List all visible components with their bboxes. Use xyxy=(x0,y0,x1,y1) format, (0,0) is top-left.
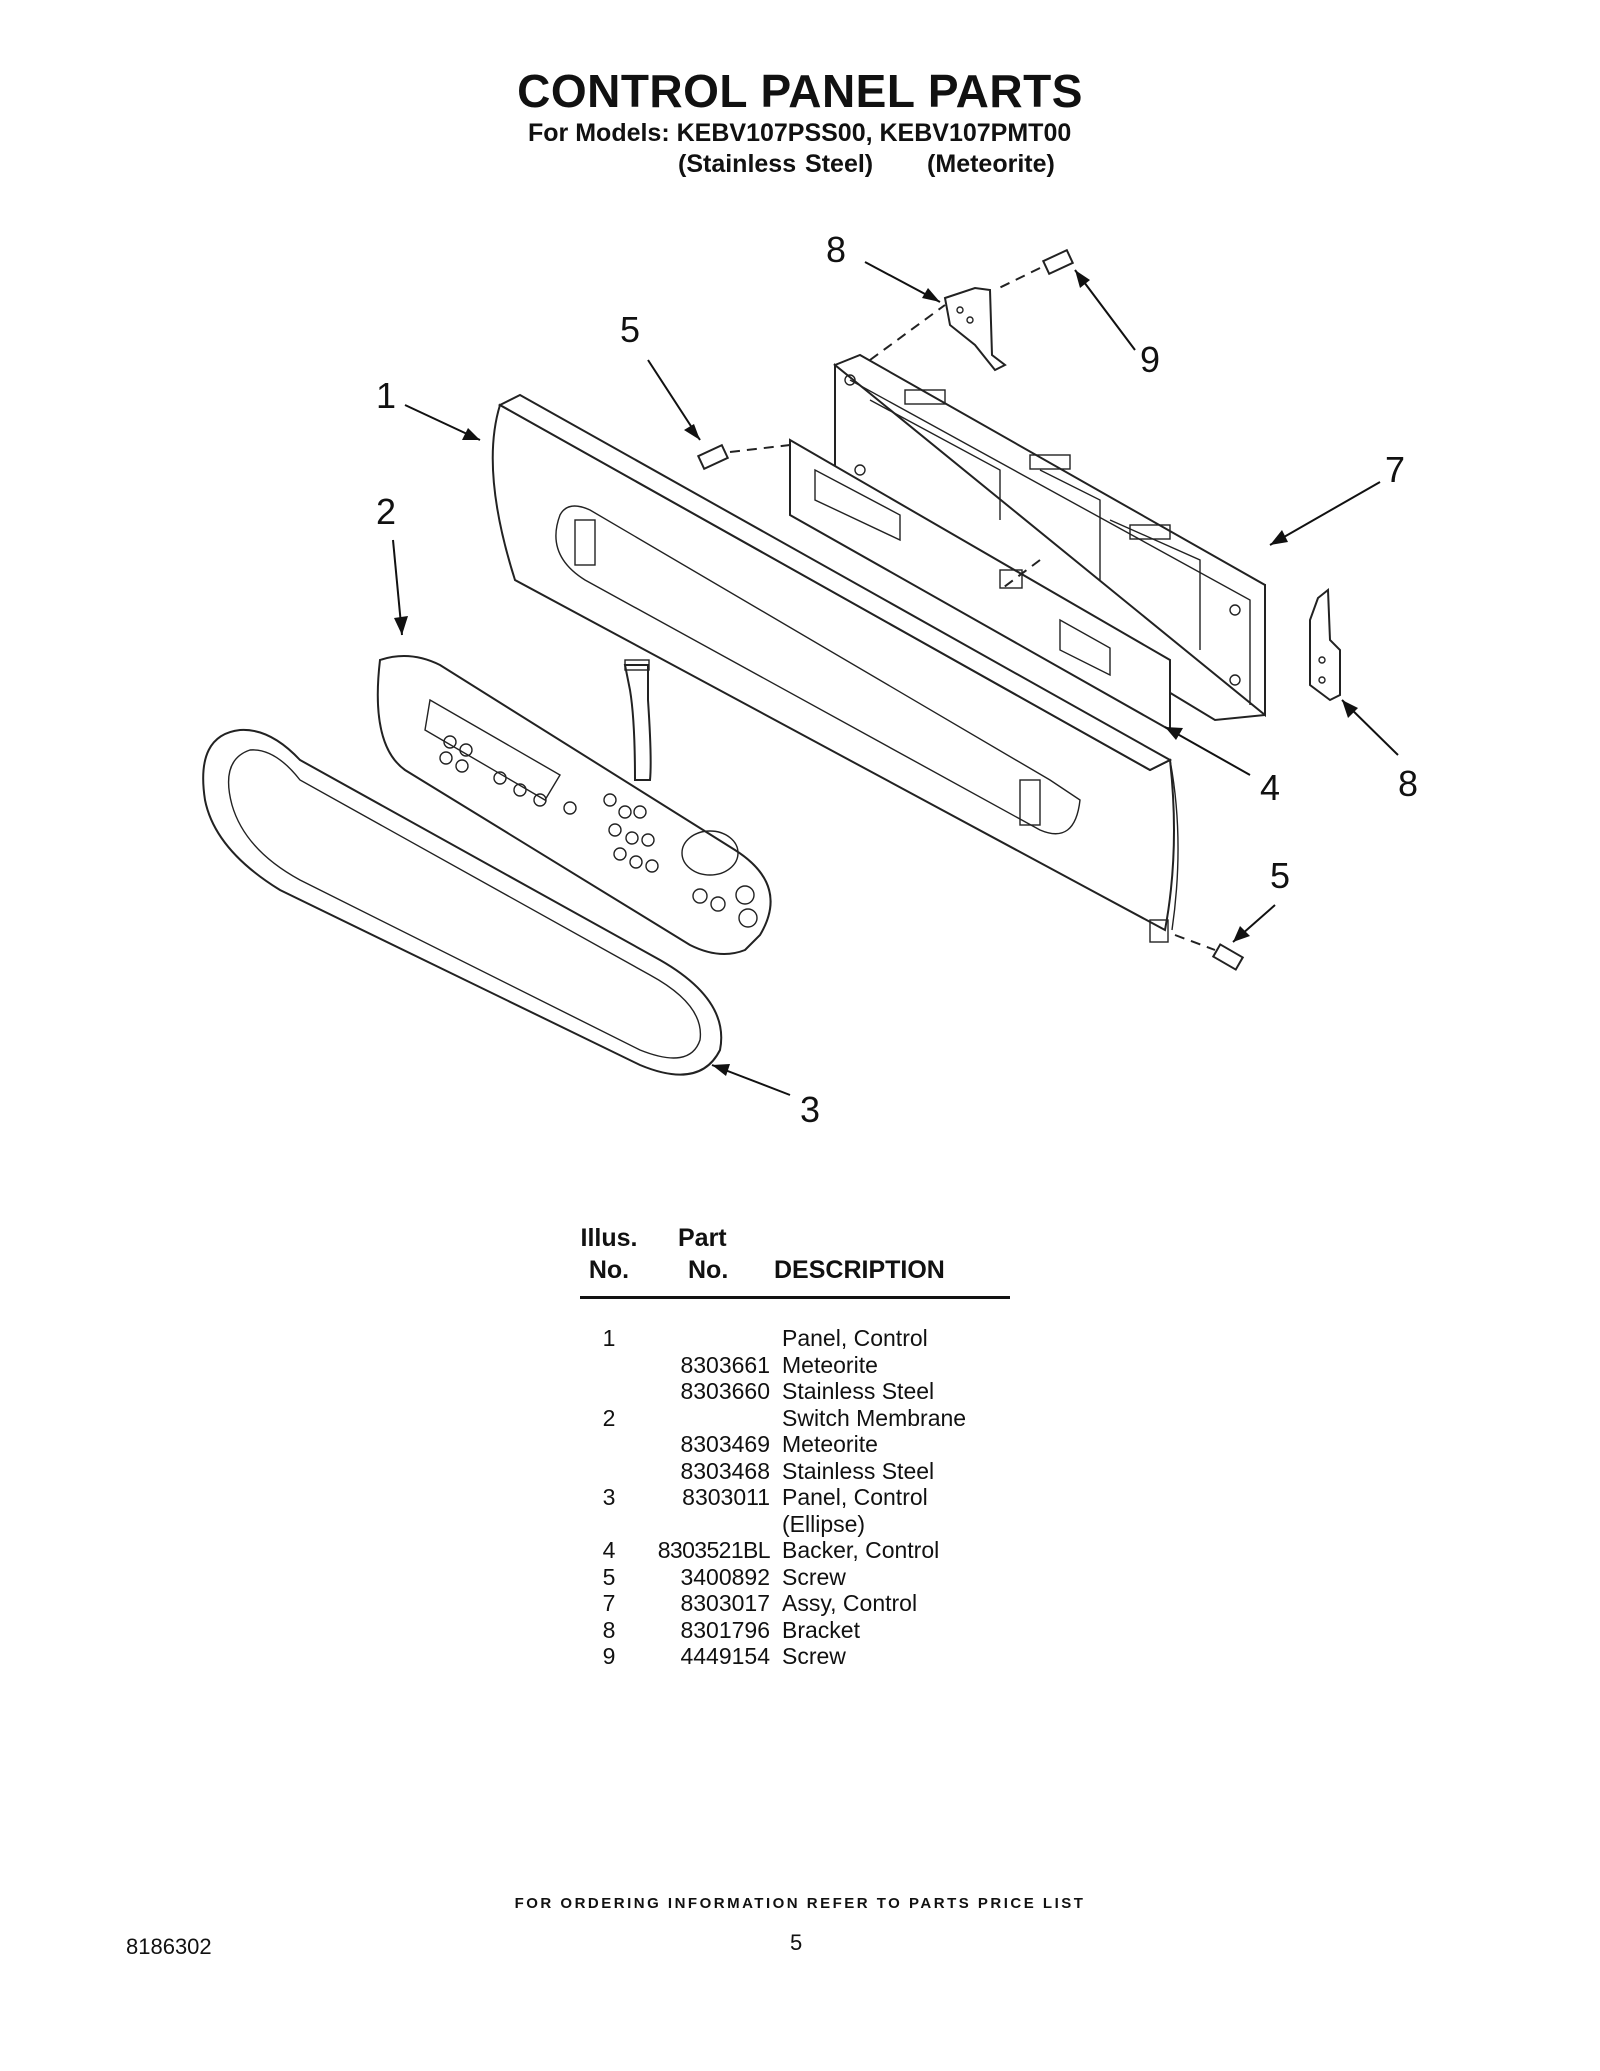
leader-lines xyxy=(392,261,1399,1096)
illus-no: 9 xyxy=(602,1643,616,1669)
page-title: CONTROL PANEL PARTS xyxy=(517,65,1083,117)
part-no: 8303661 xyxy=(680,1351,770,1378)
table-row: 7 8303017 Assy, Control xyxy=(580,1590,1010,1617)
illus-no: 3 xyxy=(602,1484,616,1510)
description: Panel, Control xyxy=(782,1325,928,1351)
table-row: 8303661 Meteorite xyxy=(580,1352,1010,1379)
finish-stainless: (Stainless Steel) xyxy=(678,150,874,178)
leader-arrowhead xyxy=(1165,727,1183,740)
callout-1: 1 xyxy=(376,375,396,416)
header-illus-line1: Illus. xyxy=(580,1224,638,1252)
illus-no: 4 xyxy=(602,1537,616,1563)
illus-no: 8 xyxy=(602,1616,616,1643)
part-no: 8303469 xyxy=(680,1431,770,1457)
description: Meteorite xyxy=(782,1431,878,1457)
illus-no: 1 xyxy=(602,1325,616,1351)
leader-arrowhead xyxy=(462,428,480,440)
leader-arrowhead xyxy=(684,424,700,440)
callout-2: 2 xyxy=(376,491,396,532)
table-row: 8303468 Stainless Steel xyxy=(580,1458,1010,1485)
header-illus-line2: No. xyxy=(588,1256,630,1284)
control-panel-part xyxy=(491,393,1179,943)
control-assembly-part xyxy=(833,353,1266,722)
table-row: 8303469 Meteorite xyxy=(580,1431,1010,1458)
illus-no: 5 xyxy=(602,1563,616,1590)
exploded-parts-diagram: 8 9 5 1 7 2 4 8 5 3 xyxy=(202,229,1418,1130)
part-no: 4449154 xyxy=(680,1643,770,1669)
switch-membrane-part xyxy=(376,655,772,955)
table-row: (Ellipse) xyxy=(580,1511,1010,1538)
header-description: DESCRIPTION xyxy=(774,1256,945,1284)
screw-5-upper-part xyxy=(696,443,791,471)
ordering-info-note: FOR ORDERING INFORMATION REFER TO PARTS … xyxy=(514,1895,1086,1912)
leader-arrowhead xyxy=(1075,270,1090,288)
parts-table-header: Illus. No. Part No. DESCRIPTION xyxy=(580,1224,1010,1299)
table-row: 5 3400892 Screw xyxy=(580,1564,1010,1591)
leader-arrowhead xyxy=(712,1064,730,1076)
part-no: 8301796 xyxy=(680,1616,770,1643)
table-row: 8 8301796 Bracket xyxy=(580,1617,1010,1644)
screw-5-lower-part xyxy=(1174,934,1245,971)
table-row: 3 8303011 Panel, Control xyxy=(580,1484,1010,1511)
leader-arrowhead xyxy=(1233,926,1250,942)
description: Stainless Steel xyxy=(782,1457,935,1484)
description: Stainless Steel xyxy=(782,1378,935,1404)
header-part-line1: Part xyxy=(678,1224,727,1252)
part-no: 8303011 xyxy=(682,1484,770,1510)
callout-5-upper: 5 xyxy=(620,309,640,350)
table-row: 9 4449154 Screw xyxy=(580,1643,1010,1670)
illus-no: 2 xyxy=(602,1404,616,1431)
screw-9-part xyxy=(994,248,1075,291)
description: Bracket xyxy=(782,1616,860,1643)
callout-5-lower: 5 xyxy=(1270,855,1290,896)
models-line: For Models: KEBV107PSS00, KEBV107PMT00 xyxy=(528,119,1072,147)
header-part-line2: No. xyxy=(688,1256,729,1284)
leader-arrowhead xyxy=(1270,530,1288,545)
description: Assy, Control xyxy=(782,1590,918,1616)
description: Meteorite xyxy=(782,1351,878,1378)
callout-4: 4 xyxy=(1260,767,1280,808)
leader-arrowhead xyxy=(1342,700,1358,718)
part-no: 8303017 xyxy=(680,1590,770,1616)
callout-3: 3 xyxy=(800,1089,820,1130)
illus-no: 7 xyxy=(602,1590,616,1616)
bracket-lower-part xyxy=(1309,587,1341,702)
page-number: 5 xyxy=(790,1930,803,1955)
description: (Ellipse) xyxy=(782,1510,866,1537)
table-row: 8303660 Stainless Steel xyxy=(580,1378,1010,1405)
finish-line: (Stainless Steel) (Meteorite) xyxy=(678,150,1055,179)
part-no: 8303468 xyxy=(680,1457,770,1484)
callout-8-lower: 8 xyxy=(1398,763,1418,804)
part-no: 8303660 xyxy=(680,1378,770,1404)
description: Switch Membrane xyxy=(782,1404,967,1431)
finish-meteorite: (Meteorite) xyxy=(927,150,1055,178)
leader-arrowhead xyxy=(922,288,940,302)
description: Screw xyxy=(782,1563,846,1590)
leader-arrowhead xyxy=(394,616,408,635)
table-row: 2 Switch Membrane xyxy=(580,1405,1010,1432)
table-row: 4 8303521BL Backer, Control xyxy=(580,1537,1010,1564)
description: Backer, Control xyxy=(782,1537,940,1563)
ellipse-panel-part xyxy=(202,728,723,1076)
callout-8-upper: 8 xyxy=(826,229,846,270)
callout-9: 9 xyxy=(1140,339,1160,380)
document-number: 8186302 xyxy=(126,1934,212,1959)
part-no: 8303521BL xyxy=(657,1537,771,1563)
bracket-upper-part xyxy=(943,286,1007,372)
description: Panel, Control xyxy=(782,1484,928,1510)
table-row: 1 Panel, Control xyxy=(580,1325,1010,1352)
callout-7: 7 xyxy=(1385,449,1405,490)
description: Screw xyxy=(782,1643,846,1669)
part-no: 3400892 xyxy=(680,1563,770,1590)
